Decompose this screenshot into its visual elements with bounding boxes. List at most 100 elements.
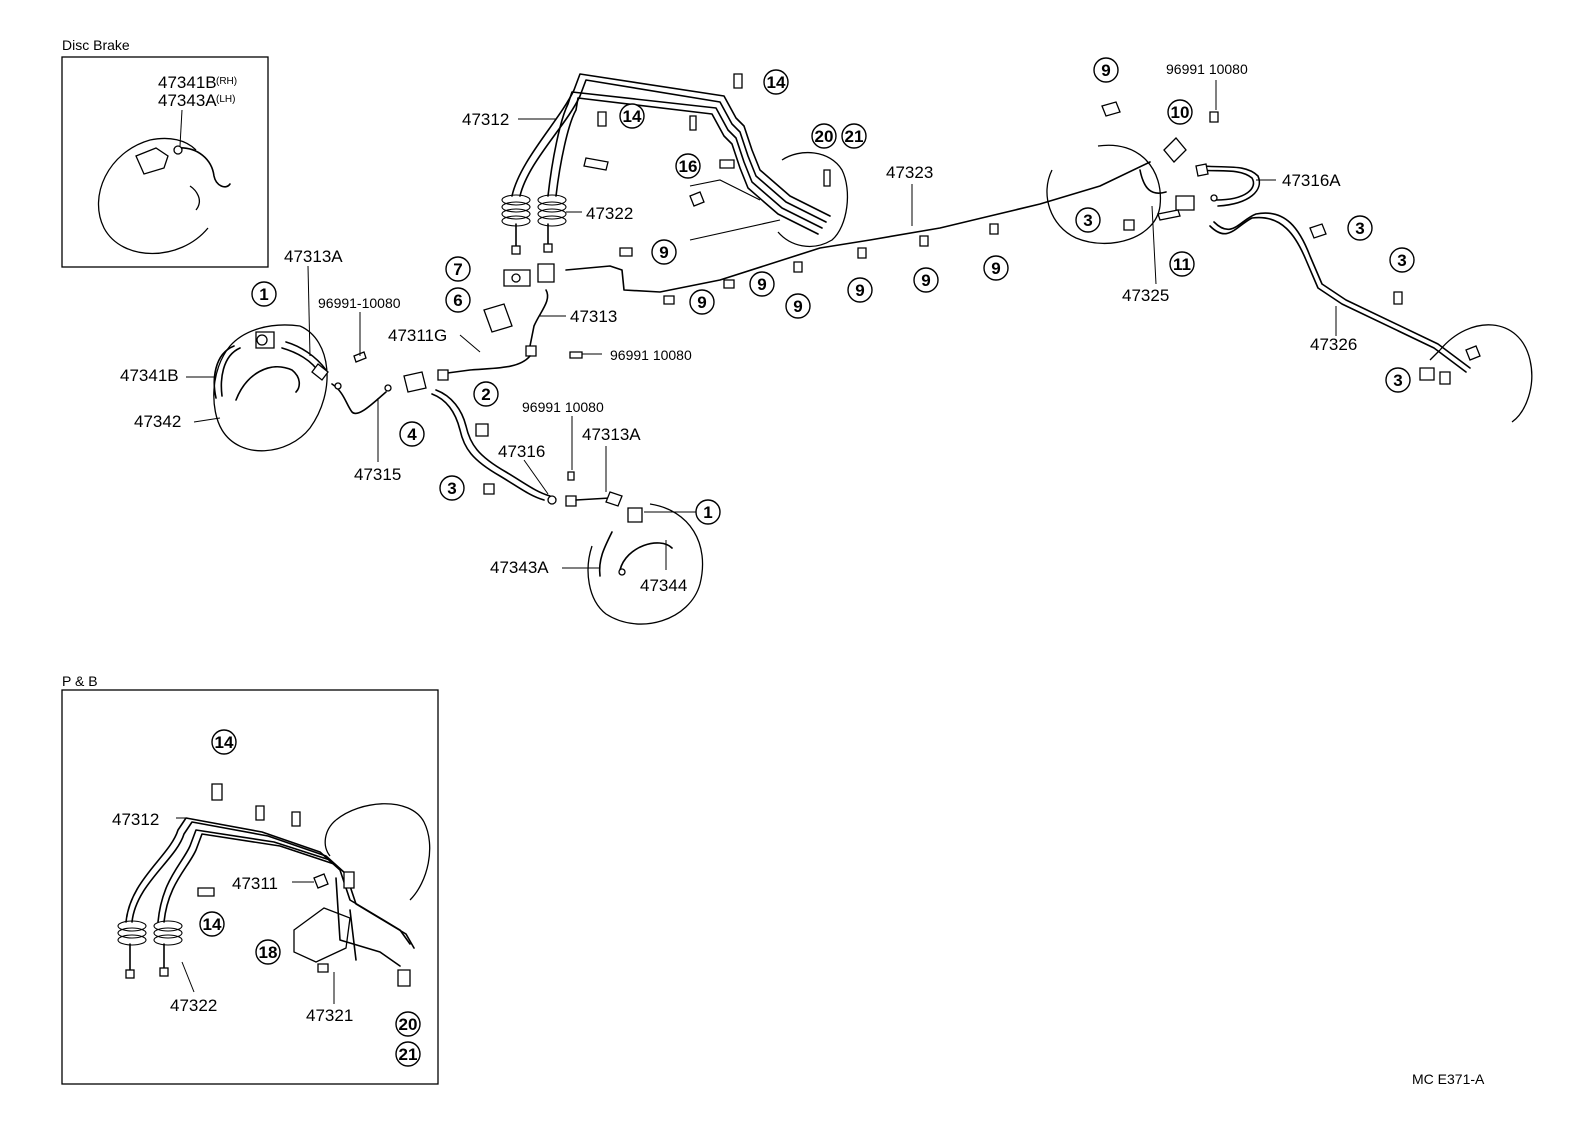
ref-callout-14: 14 [763, 69, 789, 95]
svg-text:20: 20 [815, 127, 834, 146]
label-47326: 47326 [1310, 335, 1357, 354]
svg-text:9: 9 [921, 271, 930, 290]
ref-callout-14: 14 [199, 911, 225, 937]
ref-callout-9: 9 [785, 293, 811, 319]
ref-callout-21: 21 [395, 1041, 421, 1067]
label-47312: 47312 [462, 110, 509, 129]
leader-lines [176, 80, 1337, 1004]
svg-text:9: 9 [659, 243, 668, 262]
label-47316a: 47316A [1282, 171, 1341, 190]
front-left-assembly [213, 324, 427, 452]
svg-text:2: 2 [481, 385, 490, 404]
svg-text:20: 20 [399, 1015, 418, 1034]
front-right-assembly [431, 389, 704, 625]
ref-callout-18: 18 [255, 939, 281, 965]
ref-callout-9: 9 [749, 271, 775, 297]
svg-text:3: 3 [1393, 371, 1402, 390]
svg-text:3: 3 [1397, 251, 1406, 270]
ref-callout-9: 9 [651, 239, 677, 265]
label-47313a-b: 47313A [582, 425, 641, 444]
label-47311g: 47311G [388, 326, 447, 345]
label-pb-47312: 47312 [112, 810, 159, 829]
svg-text:9: 9 [793, 297, 802, 316]
svg-text:1: 1 [259, 285, 268, 304]
label-96991-10080-a: 96991-10080 [318, 295, 401, 311]
ref-callout-7: 7 [445, 256, 471, 282]
svg-text:14: 14 [215, 733, 234, 752]
svg-text:9: 9 [757, 275, 766, 294]
ref-callout-3: 3 [1385, 367, 1411, 393]
clip-markers [663, 223, 999, 305]
svg-text:21: 21 [845, 127, 864, 146]
svg-text:7: 7 [453, 260, 462, 279]
ref-callout-9: 9 [847, 277, 873, 303]
label-47313: 47313 [570, 307, 617, 326]
ref-callout-9: 9 [1093, 57, 1119, 83]
ref-callout-3: 3 [1075, 207, 1101, 233]
label-pb-47322: 47322 [170, 996, 217, 1015]
ref-callout-2: 2 [473, 381, 499, 407]
ref-callout-20: 20 [395, 1011, 421, 1037]
label-47343a: 47343A [490, 558, 549, 577]
label-47344: 47344 [640, 576, 687, 595]
part-labels: 47312 47322 47313A 96991-10080 47311G 47… [112, 61, 1357, 1025]
master-cylinder-assembly [501, 73, 849, 255]
ref-callout-3: 3 [439, 475, 465, 501]
label-47343a-inset: 47343A [158, 91, 217, 110]
svg-text:18: 18 [259, 943, 278, 962]
label-47341b: 47341B [120, 366, 179, 385]
pipe-coil-right [537, 194, 567, 253]
ref-callout-20: 20 [811, 123, 837, 149]
ref-callout-9: 9 [983, 255, 1009, 281]
ref-callout-1: 1 [251, 281, 277, 307]
label-47316: 47316 [498, 442, 545, 461]
svg-text:21: 21 [399, 1045, 418, 1064]
ref-callout-21: 21 [841, 123, 867, 149]
svg-text:14: 14 [767, 73, 786, 92]
svg-text:9: 9 [855, 281, 864, 300]
ref-callout-4: 4 [399, 421, 425, 447]
ref-callout-16: 16 [675, 153, 701, 179]
reference-callouts: 14 14 20 21 16 7 6 1 2 4 3 1 9 9 9 9 9 9… [199, 57, 1415, 1067]
label-96991-10080-c: 96991 10080 [522, 399, 604, 415]
inset-title-disc-brake: Disc Brake [62, 37, 130, 53]
ref-callout-14: 14 [619, 103, 645, 129]
ref-callout-10: 10 [1167, 99, 1193, 125]
svg-text:6: 6 [453, 291, 462, 310]
ref-callout-9: 9 [913, 267, 939, 293]
label-47342: 47342 [134, 412, 181, 431]
diagram-code: MC E371-A [1412, 1071, 1485, 1087]
label-47325: 47325 [1122, 286, 1169, 305]
ref-callout-3: 3 [1389, 247, 1415, 273]
svg-text:3: 3 [1355, 219, 1364, 238]
ref-callout-1: 1 [695, 499, 721, 525]
label-47313a: 47313A [284, 247, 343, 266]
label-lh: (LH) [216, 94, 235, 105]
svg-text:11: 11 [1173, 255, 1191, 274]
label-47323: 47323 [886, 163, 933, 182]
rear-assembly [1046, 101, 1533, 423]
ref-callout-6: 6 [445, 287, 471, 313]
label-47341b-inset: 47341B [158, 73, 217, 92]
ref-callout-11: 11 [1169, 251, 1195, 277]
svg-text:3: 3 [1083, 211, 1092, 230]
label-pb-47311: 47311 [232, 874, 278, 893]
svg-text:16: 16 [679, 157, 698, 176]
inset-title-p-and-b: P & B [62, 673, 98, 689]
p-and-b-inset: P & B [61, 673, 439, 1085]
svg-text:9: 9 [697, 293, 706, 312]
pipe-coil-left [501, 194, 531, 255]
ref-callout-14: 14 [211, 729, 237, 755]
label-47315: 47315 [354, 465, 401, 484]
label-96991-10080-b: 96991 10080 [610, 347, 692, 363]
label-47322: 47322 [586, 204, 633, 223]
label-pb-47321: 47321 [306, 1006, 353, 1025]
svg-text:9: 9 [991, 259, 1000, 278]
disc-brake-inset: Disc Brake 47341B (RH) 47343A (LH) [61, 37, 269, 268]
valve-assembly [437, 161, 1151, 495]
label-96991-10080-d: 96991 10080 [1166, 61, 1248, 77]
ref-callout-3: 3 [1347, 215, 1373, 241]
svg-text:14: 14 [623, 107, 642, 126]
svg-text:1: 1 [703, 503, 712, 522]
